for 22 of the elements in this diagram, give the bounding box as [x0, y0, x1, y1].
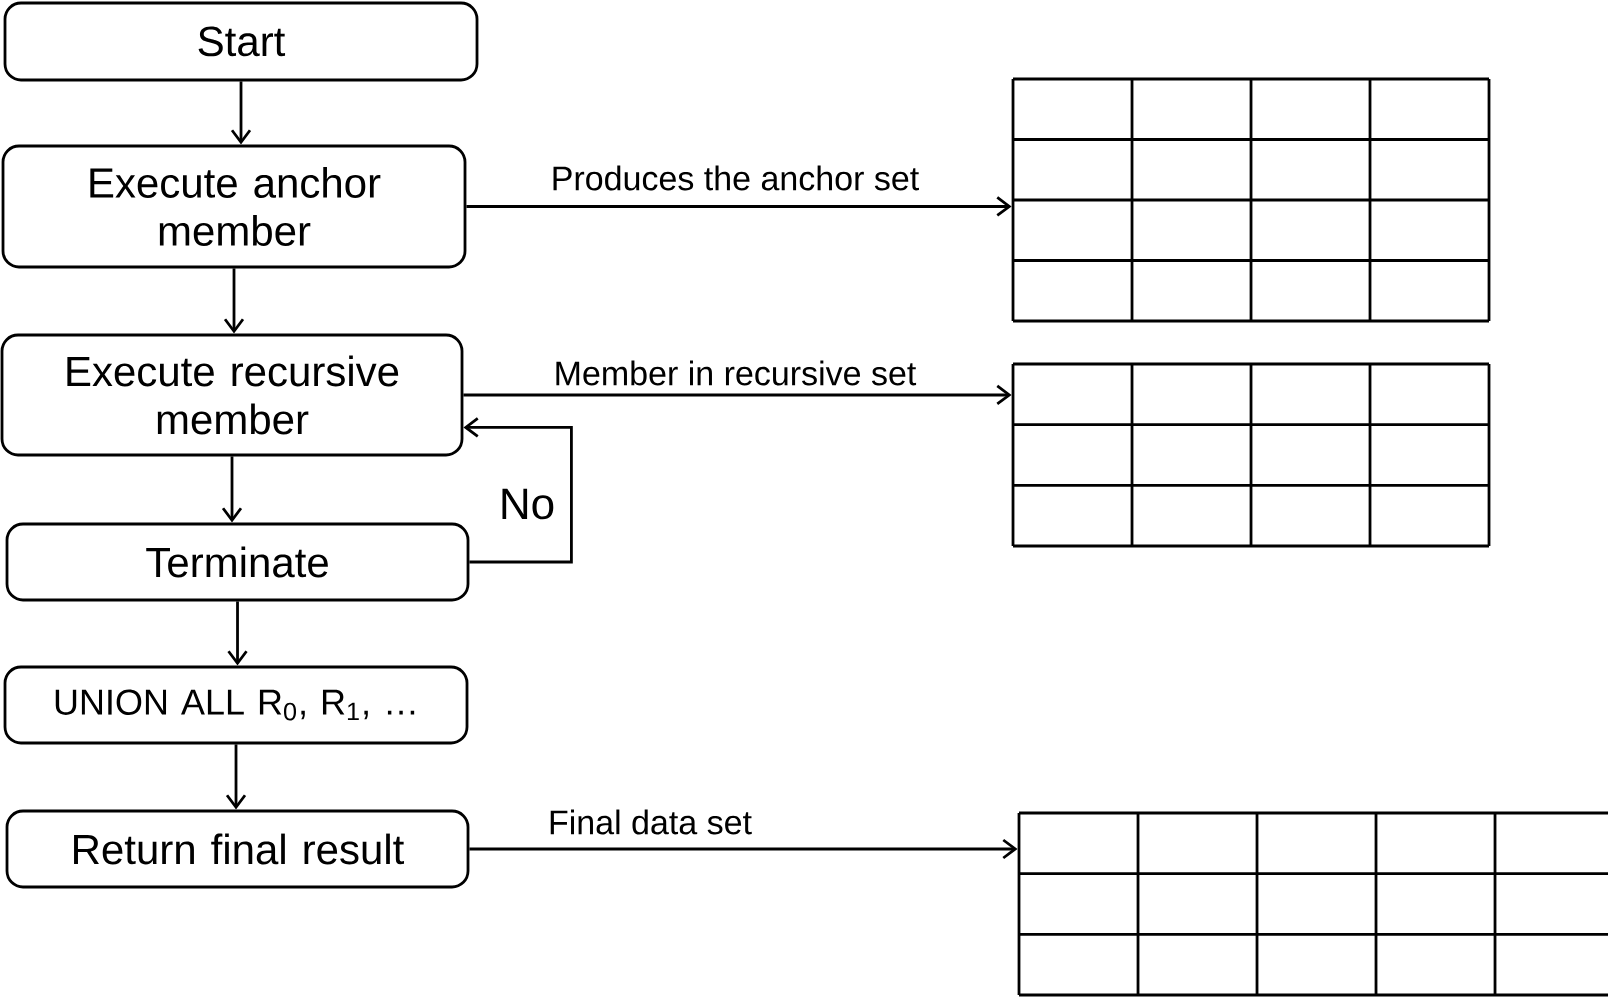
arrow — [223, 268, 245, 334]
table-grid — [1011, 362, 1491, 548]
table-grid — [1011, 77, 1491, 323]
process-box: Execute recursive member — [0, 333, 464, 457]
arrow — [469, 838, 1018, 860]
arrow — [466, 196, 1012, 217]
process-box: Terminate — [5, 522, 470, 602]
arrow — [463, 417, 573, 564]
edge-label: Final data set — [550, 809, 752, 835]
process-box: Execute anchor member — [1, 144, 467, 269]
process-box: UNION ALL R$_{0}$, R$_{1}$, … — [3, 665, 469, 745]
table-grid — [1017, 811, 1608, 997]
arrow — [463, 384, 1012, 406]
arrow — [227, 601, 248, 666]
arrow — [225, 744, 247, 810]
edge-label: No — [502, 488, 554, 520]
edge-label: Member in recursive set — [556, 360, 917, 386]
arrow — [230, 81, 252, 145]
arrow — [221, 456, 243, 523]
process-box: Start — [3, 1, 479, 82]
process-box: Return final result — [5, 809, 470, 889]
edge-label: Produces the anchor set — [553, 165, 919, 191]
